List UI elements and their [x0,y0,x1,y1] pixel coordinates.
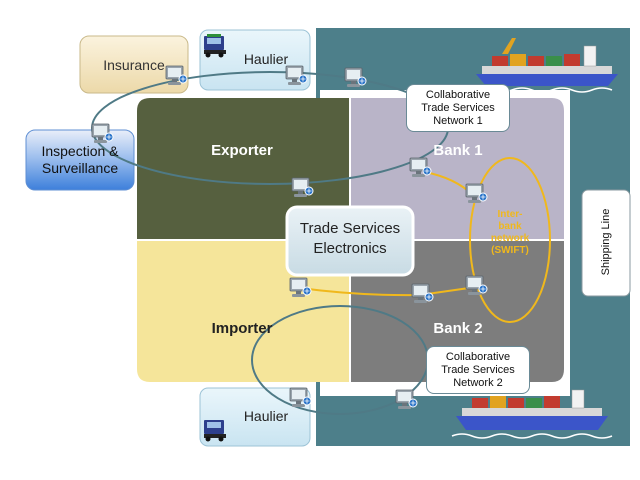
center-line-2: Electronics [313,240,387,257]
insurance-label: Insurance [103,57,165,73]
haulier-bottom-box [199,387,311,447]
ctsn1-line-1: Collaborative [425,88,491,101]
ctsn2-line-2: Trade Services [441,363,515,376]
haulier-top-label: Haulier [243,51,289,67]
ctsn1-line-2: Trade Services [421,101,495,114]
inspection-line-2: Surveillance [41,160,119,176]
interbank-line-1: Inter- [497,209,523,220]
ctsn1-box: Collaborative Trade Services Network 1 [406,84,510,132]
bank1-label: Bank 1 [433,142,483,159]
inspection-box [25,129,135,191]
inspection-label: Inspection & Surveillance [26,143,134,177]
inspection-line-1: Inspection & [41,143,119,159]
haulier-top-box [199,29,311,91]
haulier-bottom-label: Haulier [243,408,289,424]
importer-label: Importer [211,320,273,337]
truck-icon [204,420,226,442]
center-box [285,205,415,277]
ship-icon [451,389,613,439]
interbank-label: Inter- bank network (SWIFT) [484,209,536,257]
exporter-quadrant [137,98,350,240]
interbank-line-3: network [490,233,530,244]
ctsn1-line-3: Network 1 [433,114,483,127]
shipping-line-box [581,189,631,297]
interbank-line-4: (SWIFT) [491,245,529,256]
truck-icon [204,34,226,58]
ship-icon [471,38,618,93]
center-label: Trade Services Electronics [287,219,413,259]
insurance-box [79,35,189,94]
interbank-line-2: bank [498,221,522,232]
ctsn2-line-3: Network 2 [453,376,503,389]
shipping-line-label: Shipping Line [600,208,612,276]
bank2-label: Bank 2 [433,320,483,337]
computer-icon [91,123,114,144]
ctsn2-box: Collaborative Trade Services Network 2 [426,346,530,394]
ctsn2-line-1: Collaborative [445,350,511,363]
bank1-quadrant [350,98,564,240]
exporter-label: Exporter [211,142,273,159]
interbank-ring [469,157,551,323]
center-line-1: Trade Services [299,220,401,237]
